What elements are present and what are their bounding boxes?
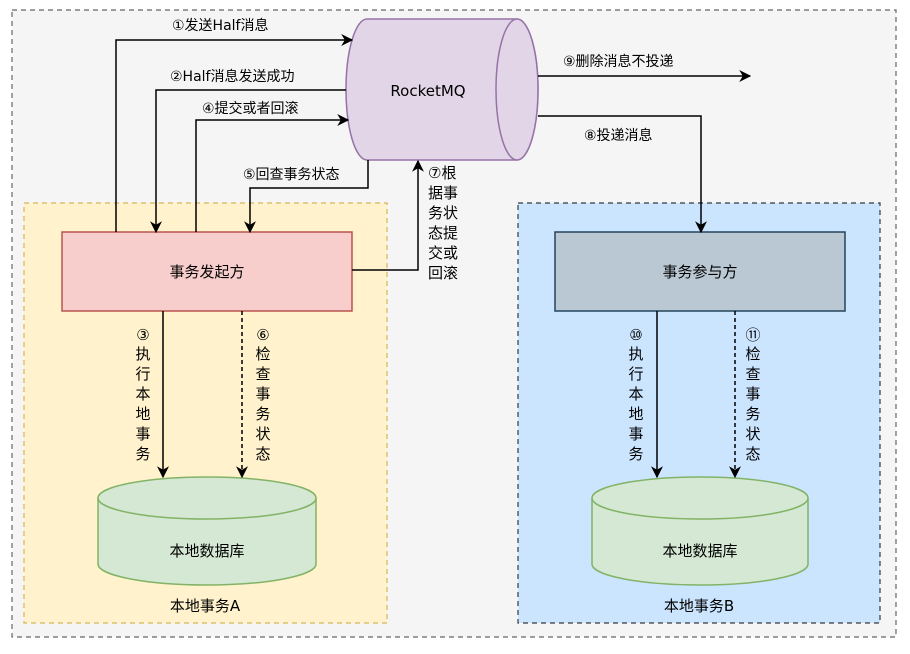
db-b-body <box>591 498 809 586</box>
transaction-participant-node[interactable]: 事务参与方 <box>554 231 846 312</box>
edge-1-send-half-message[interactable]: ①发送Half消息 <box>115 17 354 232</box>
svg-text:检: 检 <box>255 345 270 363</box>
svg-text:③: ③ <box>136 326 149 344</box>
edge-1-label: ①发送Half消息 <box>172 17 268 34</box>
initiator-label: 事务发起方 <box>169 263 244 281</box>
svg-text:务状: 务状 <box>428 204 458 222</box>
svg-text:检: 检 <box>745 345 760 363</box>
edge-2-half-send-success[interactable]: ②Half消息发送成功 <box>150 68 346 234</box>
db-a-label: 本地数据库 <box>169 542 244 560</box>
svg-text:回滚: 回滚 <box>428 264 458 282</box>
edge-7-commit-by-status[interactable]: ⑦根 据事 务状 态提 交或 回滚 <box>352 159 458 282</box>
svg-text:地: 地 <box>628 405 643 423</box>
svg-text:地: 地 <box>135 405 150 423</box>
svg-text:态提: 态提 <box>428 224 458 242</box>
local-database-b-node[interactable]: 本地数据库 <box>591 476 809 586</box>
rocketmq-end-cap <box>495 18 539 161</box>
svg-text:态: 态 <box>255 445 270 463</box>
edge-11-check-transaction-status[interactable]: ⑪ 检 查 事 务 状 态 <box>729 311 761 479</box>
edge-5-label: ⑤回查事务状态 <box>243 167 340 183</box>
edge-10-label: ⑩ 执 行 本 地 事 务 <box>628 326 643 463</box>
svg-text:事: 事 <box>255 385 270 403</box>
svg-text:查: 查 <box>745 365 760 383</box>
edge-4-commit-or-rollback[interactable]: ④提交或者回滚 <box>195 100 350 232</box>
svg-text:⑪: ⑪ <box>745 326 760 344</box>
svg-text:状: 状 <box>745 425 760 443</box>
svg-text:事: 事 <box>628 425 643 443</box>
edge-11-label: ⑪ 检 查 事 务 状 态 <box>745 326 760 463</box>
edge-3-label: ③ 执 行 本 地 事 务 <box>135 326 150 463</box>
svg-text:态: 态 <box>745 445 760 463</box>
svg-text:⑦根: ⑦根 <box>428 164 456 182</box>
svg-text:事: 事 <box>745 385 760 403</box>
group-a-label: 本地事务A <box>170 597 241 615</box>
svg-text:交或: 交或 <box>428 244 458 262</box>
svg-text:务: 务 <box>135 445 150 463</box>
edge-8-label: ⑧投递消息 <box>584 127 653 144</box>
svg-text:务: 务 <box>628 445 643 463</box>
edge-9-label: ⑨删除消息不投递 <box>563 53 674 70</box>
svg-text:⑥: ⑥ <box>256 326 269 344</box>
db-b-label: 本地数据库 <box>662 542 737 560</box>
edge-6-label: ⑥ 检 查 事 务 状 态 <box>255 326 270 463</box>
edge-10-execute-local-transaction[interactable]: ⑩ 执 行 本 地 事 务 <box>628 311 663 479</box>
edge-4-line <box>195 114 350 232</box>
group-b-label: 本地事务B <box>664 597 734 615</box>
db-a-body <box>97 498 317 586</box>
edge-3-execute-local-transaction[interactable]: ③ 执 行 本 地 事 务 <box>135 311 169 479</box>
edge-5-check-transaction-status[interactable]: ⑤回查事务状态 <box>243 160 369 234</box>
edge-6-check-transaction-status[interactable]: ⑥ 检 查 事 务 状 态 <box>236 311 271 479</box>
svg-text:务: 务 <box>255 405 270 423</box>
transaction-initiator-node[interactable]: 事务发起方 <box>61 231 353 312</box>
svg-text:据事: 据事 <box>428 184 458 202</box>
svg-text:执: 执 <box>628 345 643 363</box>
svg-text:执: 执 <box>135 345 150 363</box>
db-a-top <box>97 476 317 520</box>
svg-text:⑩: ⑩ <box>629 326 642 344</box>
edge-7-label: ⑦根 据事 务状 态提 交或 回滚 <box>428 164 458 282</box>
edge-9-delete-no-deliver[interactable]: ⑨删除消息不投递 <box>538 53 752 82</box>
svg-text:行: 行 <box>628 365 643 383</box>
edge-2-label: ②Half消息发送成功 <box>170 68 294 85</box>
rocketmq-node[interactable]: RocketMQ <box>345 18 539 161</box>
edge-8-line <box>538 115 707 234</box>
edge-8-deliver-message[interactable]: ⑧投递消息 <box>538 115 707 234</box>
svg-text:本: 本 <box>135 385 150 403</box>
svg-text:事: 事 <box>135 425 150 443</box>
edge-2-line <box>150 89 346 234</box>
svg-text:查: 查 <box>255 365 270 383</box>
db-b-top <box>591 476 809 520</box>
rocketmq-label: RocketMQ <box>390 82 465 100</box>
edge-1-line <box>115 34 354 232</box>
participant-label: 事务参与方 <box>662 263 737 281</box>
svg-text:务: 务 <box>745 405 760 423</box>
svg-text:行: 行 <box>135 365 150 383</box>
svg-text:本: 本 <box>628 385 643 403</box>
edge-5-line <box>244 160 369 234</box>
edge-4-label: ④提交或者回滚 <box>202 100 299 117</box>
local-database-a-node[interactable]: 本地数据库 <box>97 476 317 586</box>
svg-text:状: 状 <box>255 425 270 443</box>
initiator-box <box>61 231 353 312</box>
edge-7-line <box>352 159 424 271</box>
